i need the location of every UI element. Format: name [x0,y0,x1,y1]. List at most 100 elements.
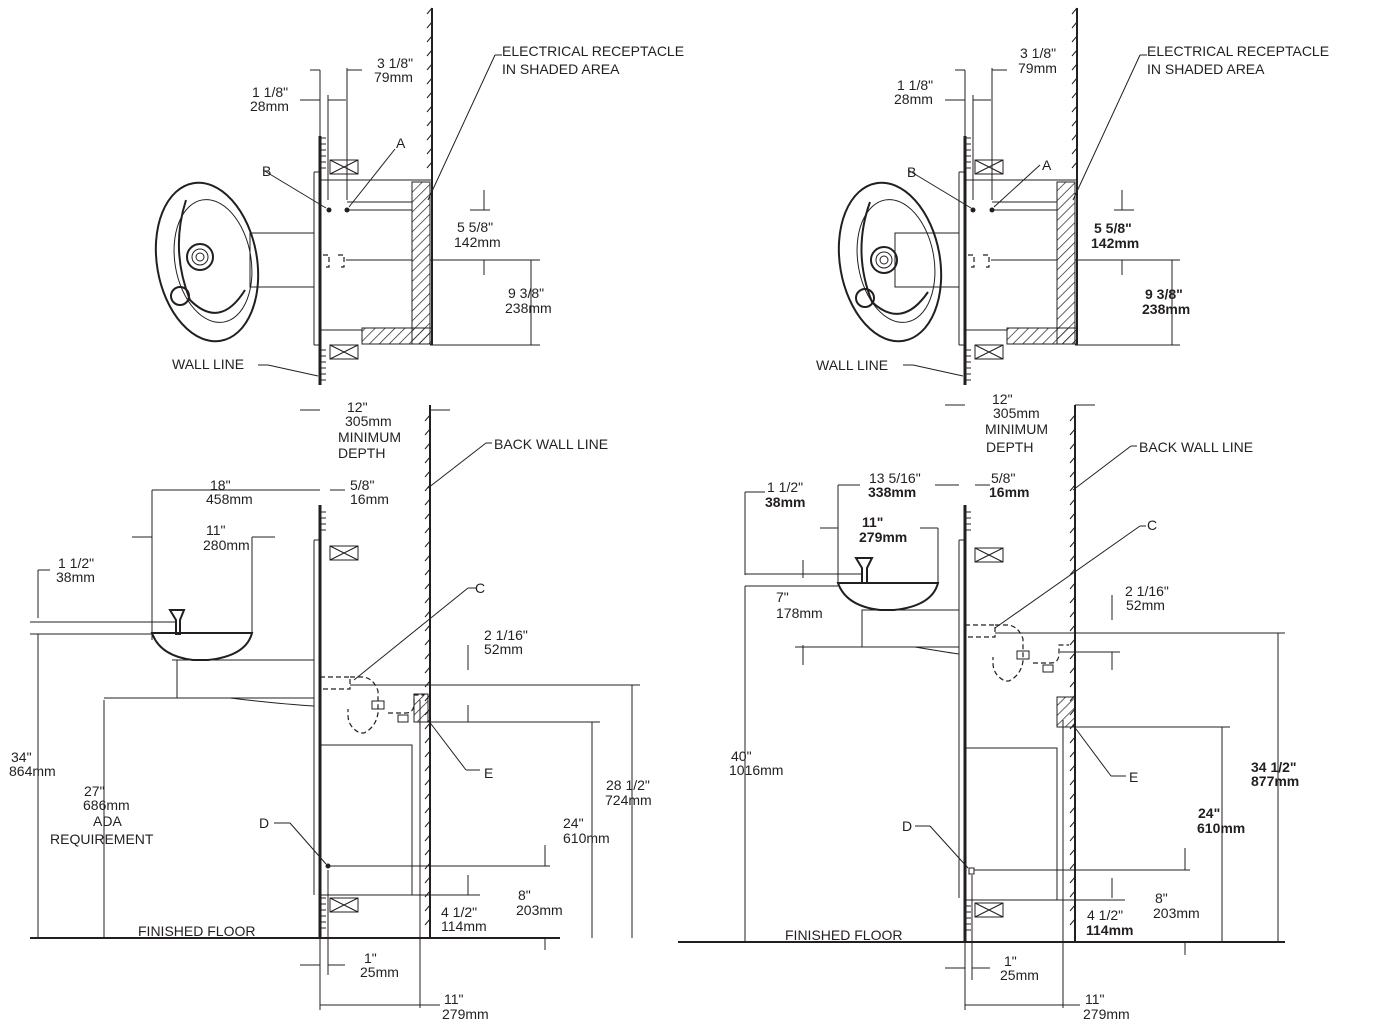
right-upper-dimensions [903,54,1180,377]
left-dim-11-bottom-in: 11" [444,991,464,1007]
right-dim-12-in: 12" [992,391,1013,407]
left-dim-5-5-8-in: 5 5/8" [457,219,493,235]
left-dim-1-in: 1" [364,950,377,966]
left-dim-34-mm: 864mm [9,763,56,779]
left-dim-18-mm: 458mm [206,491,253,507]
left-dim-28-1-2-mm: 724mm [605,792,652,808]
left-label-c: C [475,580,485,596]
left-receptacle-label-1: ELECTRICAL RECEPTACLE [502,43,684,59]
right-wall-line: WALL LINE [816,357,888,373]
right-dim-8-in: 8" [1155,890,1168,906]
right-dim-8-mm: 203mm [1153,905,1200,921]
right-labels: ELECTRICAL RECEPTACLE IN SHADED AREA 3 1… [729,43,1329,1022]
left-dim-11-bottom-mm: 279mm [442,1006,489,1022]
left-dim-24-mm: 610mm [563,830,610,846]
right-label-e: E [1129,769,1138,785]
left-dim-12-depth: DEPTH [338,445,385,461]
left-dim-34-in: 34" [11,749,32,765]
left-upper-wall [313,136,359,385]
right-label-a: A [1042,157,1052,173]
right-dim-5-8-in: 5/8" [991,470,1015,486]
left-dim-9-3-8-mm: 238mm [505,300,552,316]
left-dim-11-top-in: 11" [206,522,226,538]
left-dim-3-1-8-mm: 79mm [374,69,413,85]
right-dim-12-depth: DEPTH [986,439,1033,455]
right-upper-back-wall [965,7,1078,345]
right-dim-11-top-in: 11" [862,514,883,530]
right-dim-13-5-16-in: 13 5/16" [869,470,921,486]
left-dim-1-1-2-mm: 38mm [56,569,95,585]
right-dim-4-1-2-mm: 114mm [1086,922,1133,938]
left-upper-connections [323,201,412,268]
right-dim-11-top-mm: 279mm [859,529,907,545]
right-dim-11-bottom-mm: 279mm [1083,1006,1130,1022]
left-upper-back-wall [320,7,433,345]
right-dim-5-5-8-in: 5 5/8" [1094,220,1132,236]
left-dim-12-in: 12" [347,399,368,415]
left-dim-27-ada: ADA [93,813,122,829]
left-dim-2-1-16-in: 2 1/16" [484,627,528,643]
left-back-wall-line: BACK WALL LINE [494,436,608,452]
left-receptacle-label-2: IN SHADED AREA [502,61,620,77]
left-dim-8-mm: 203mm [516,902,563,918]
right-dim-24-mm: 610mm [1197,820,1245,836]
right-dim-40-in: 40" [731,748,752,764]
right-dim-3-1-8-mm: 79mm [1018,60,1057,76]
right-dim-1-1-8-mm: 28mm [894,91,933,107]
left-dim-1-1-8-mm: 28mm [250,98,289,114]
left-upper-dimensions [258,54,540,377]
left-label-a: A [396,135,406,151]
right-receptacle-label-2: IN SHADED AREA [1147,61,1265,77]
right-drawing: ELECTRICAL RECEPTACLE IN SHADED AREA 3 1… [678,7,1329,1022]
left-dim-5-8-mm: 16mm [350,491,389,507]
right-upper-connections [968,201,1057,268]
right-dim-7-in: 7" [776,589,789,605]
left-labels: ELECTRICAL RECEPTACLE IN SHADED AREA 3 1… [9,43,684,1022]
right-finished-floor: FINISHED FLOOR [785,927,902,943]
right-dim-5-5-8-mm: 142mm [1091,235,1139,251]
left-lower-side-view [30,405,560,1008]
right-dim-7-mm: 178mm [776,605,823,621]
right-dim-13-5-16-mm: 338mm [868,484,916,500]
left-dim-1-mm: 25mm [360,964,399,980]
right-dim-24-in: 24" [1198,805,1220,821]
left-label-d: D [259,815,269,831]
right-dim-1-mm: 25mm [1000,967,1039,983]
right-dim-1-1-8-in: 1 1/8" [897,77,933,93]
left-dim-8-in: 8" [518,887,531,903]
left-dim-4-1-2-mm: 114mm [441,918,487,934]
left-dim-1-1-2-in: 1 1/2" [58,555,94,571]
right-dim-2-1-16-in: 2 1/16" [1125,583,1169,599]
left-fountain-front-view [154,181,315,343]
right-fountain-front-view [837,181,960,343]
right-dim-34-1-2-mm: 877mm [1251,773,1299,789]
left-dim-24-in: 24" [563,815,584,831]
right-dim-34-1-2-in: 34 1/2" [1251,759,1297,775]
right-dim-11-bottom-in: 11" [1085,991,1105,1007]
left-dim-27-requirement: REQUIREMENT [50,831,154,847]
right-label-d: D [902,818,912,834]
left-dim-18-in: 18" [210,477,231,493]
left-dim-28-1-2-in: 28 1/2" [606,777,650,793]
right-dim-4-1-2-in: 4 1/2" [1087,907,1123,923]
left-dim-9-3-8-in: 9 3/8" [508,285,544,301]
right-label-b: B [907,164,916,180]
right-dim-40-mm: 1016mm [729,762,783,778]
right-dim-12-minimum: MINIMUM [985,421,1048,437]
left-dim-27-mm: 686mm [83,797,130,813]
right-dim-5-8-mm: 16mm [989,484,1029,500]
right-receptacle-label-1: ELECTRICAL RECEPTACLE [1147,43,1329,59]
right-dim-1-in: 1" [1004,953,1017,969]
left-dim-3-1-8-in: 3 1/8" [377,55,413,71]
left-dim-5-8-in: 5/8" [350,477,374,493]
left-label-e: E [484,765,493,781]
right-dim-1-1-2-mm: 38mm [765,494,805,510]
right-dim-3-1-8-in: 3 1/8" [1020,45,1056,61]
left-dim-12-mm: 305mm [345,413,392,429]
left-dim-11-top-mm: 280mm [203,537,250,553]
left-dim-1-1-8-in: 1 1/8" [252,84,288,100]
left-dim-27-in: 27" [84,783,105,799]
left-drawing: ELECTRICAL RECEPTACLE IN SHADED AREA 3 1… [9,7,684,1022]
right-lower-side-view [678,405,1285,1008]
